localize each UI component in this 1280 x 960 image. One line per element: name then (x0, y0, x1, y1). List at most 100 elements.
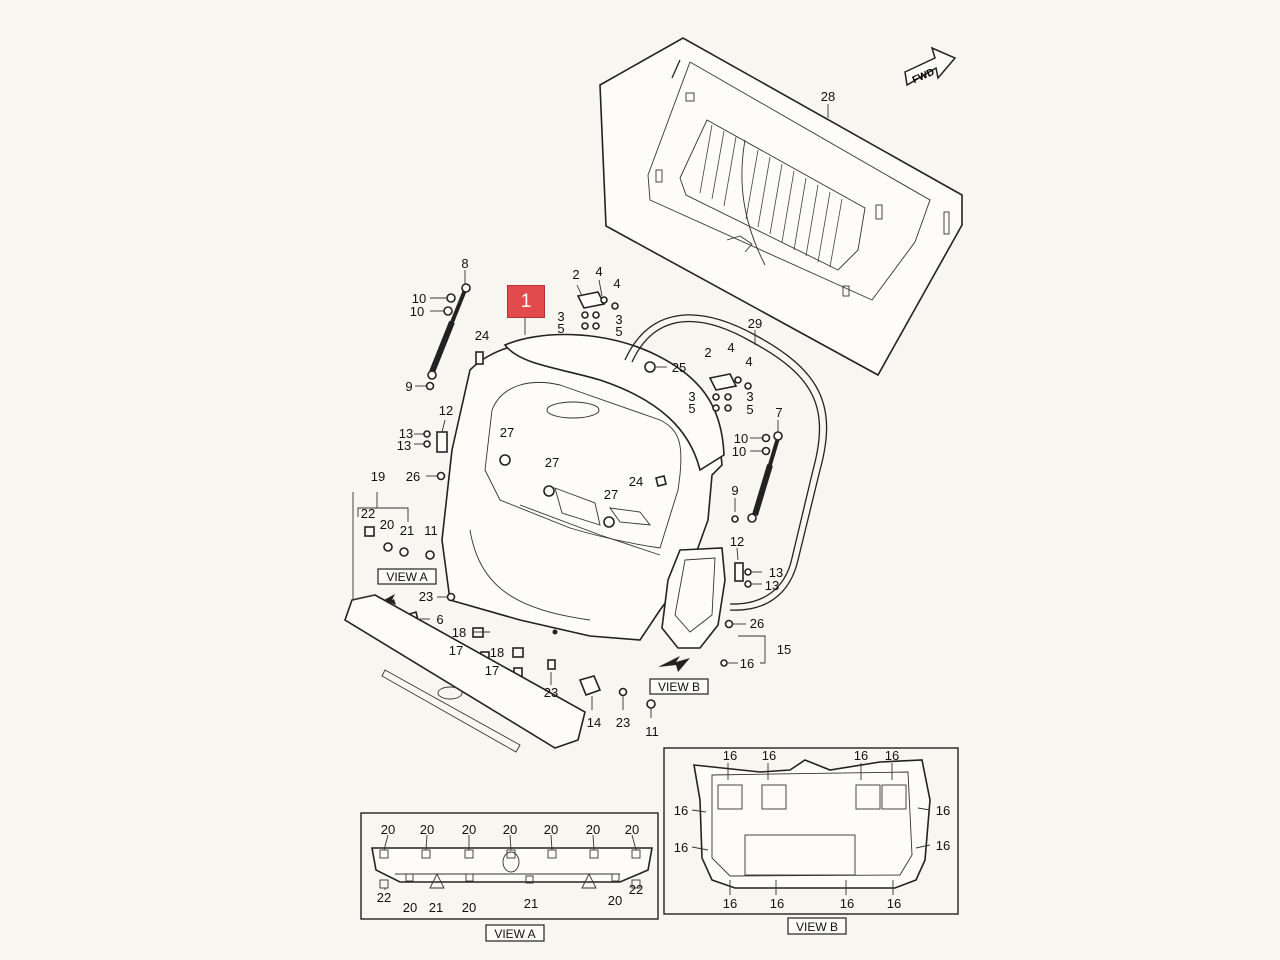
callout-12: 12 (730, 534, 744, 549)
view-a-top-1: 20 (420, 822, 434, 837)
view-a-bottom-2: 21 (429, 900, 443, 915)
view-b-left-1: 16 (674, 840, 688, 855)
view-b-caption: VIEW B (796, 920, 838, 934)
view-a-tag-box (377, 568, 437, 585)
callout-4: 4 (745, 354, 752, 369)
callout-24: 24 (629, 474, 643, 489)
callout-27: 27 (604, 487, 618, 502)
callout-3: 3 (688, 389, 695, 404)
callout-5: 5 (557, 321, 564, 336)
view-b-top-3: 16 (885, 748, 899, 763)
callout-13: 13 (765, 578, 779, 593)
callout-27: 27 (500, 425, 514, 440)
arrow-view-b-icon (658, 656, 690, 672)
hinge-left (576, 291, 619, 330)
view-a-caption: VIEW A (494, 927, 535, 941)
callout-3: 3 (746, 389, 753, 404)
view-b-bottom-3: 16 (887, 896, 901, 911)
callout-13: 13 (769, 565, 783, 580)
callout-6: 6 (436, 612, 443, 627)
back-door-panel (441, 333, 725, 641)
fwd-arrow-icon: FWD (904, 46, 957, 87)
gas-strut-left (427, 283, 471, 380)
view-a-top-3: 20 (503, 822, 517, 837)
callout-28: 28 (821, 89, 835, 104)
callout-4: 4 (727, 340, 734, 355)
view-a-top-4: 20 (544, 822, 558, 837)
view-a-bottom-0: 22 (377, 890, 391, 905)
view-b-bottom-0: 16 (723, 896, 737, 911)
callout-24: 24 (475, 328, 489, 343)
view-a-detail: 20 20 20 20 20 20 20 22 20 21 20 21 20 2… (360, 812, 659, 942)
view-a-bottom-1: 20 (403, 900, 417, 915)
view-b-top-1: 16 (762, 748, 776, 763)
view-a-bracket (352, 492, 376, 601)
callout-26: 26 (750, 616, 764, 631)
leader-lines (357, 104, 829, 718)
callout-18: 18 (452, 625, 466, 640)
view-b-bottom-1: 16 (770, 896, 784, 911)
callout-10: 10 (732, 444, 746, 459)
callout-26: 26 (406, 469, 420, 484)
callout-17: 17 (449, 643, 463, 658)
view-b-right-0: 16 (936, 803, 950, 818)
callout-3: 3 (615, 312, 622, 327)
callout-12: 12 (439, 403, 453, 418)
callout-17: 17 (485, 663, 499, 678)
weatherstrip (624, 314, 828, 611)
callout-23: 23 (616, 715, 630, 730)
view-b-top-0: 16 (723, 748, 737, 763)
callout-14: 14 (587, 715, 601, 730)
callout-10: 10 (410, 304, 424, 319)
callout-10: 10 (412, 291, 426, 306)
callout-23: 23 (544, 685, 558, 700)
callout-3: 3 (557, 309, 564, 324)
callout-7: 7 (775, 405, 782, 420)
callout-20: 20 (380, 517, 394, 532)
callout-22: 22 (361, 506, 375, 521)
highlighted-part-number-badge[interactable]: 1 (507, 285, 545, 318)
callout-13: 13 (397, 438, 411, 453)
callout-9: 9 (405, 379, 412, 394)
view-a-top-6: 20 (625, 822, 639, 837)
view-a-tag: VIEW A (386, 570, 427, 584)
view-b-top-2: 16 (854, 748, 868, 763)
view-a-top-5: 20 (586, 822, 600, 837)
callout-5: 5 (746, 402, 753, 417)
callout-11: 11 (645, 724, 659, 739)
callout-5: 5 (688, 401, 695, 416)
callout-10: 10 (734, 431, 748, 446)
view-a-top-2: 20 (462, 822, 476, 837)
callout-21: 21 (400, 523, 414, 538)
rear-window-glass (599, 37, 963, 377)
hinge-right (708, 373, 752, 412)
callout-16: 16 (740, 656, 754, 671)
view-b-tag: VIEW B (658, 680, 700, 694)
callout-19: 19 (371, 469, 385, 484)
view-a-bottom-5: 20 (608, 893, 622, 908)
view-b-detail: 16 16 16 16 16 16 16 16 16 16 16 16 VIEW… (663, 747, 959, 935)
callout-4: 4 (595, 264, 602, 279)
callout-29: 29 (748, 316, 762, 331)
callout-5: 5 (615, 324, 622, 339)
callout-2: 2 (704, 345, 711, 360)
view-b-bottom-2: 16 (840, 896, 854, 911)
callout-8: 8 (461, 256, 468, 271)
callout-13: 13 (399, 426, 413, 441)
view-b-left-0: 16 (674, 803, 688, 818)
callout-labels: 28 8 10 10 9 24 12 13 13 26 27 27 27 24 … (361, 89, 835, 739)
view-a-bottom-3: 20 (462, 900, 476, 915)
callout-18: 18 (490, 645, 504, 660)
arrow-view-a-icon (384, 592, 408, 605)
callout-23: 23 (419, 589, 433, 604)
view-b-tag-box (649, 678, 709, 695)
view-a-bottom-4: 21 (524, 896, 538, 911)
back-door-trim (661, 547, 726, 649)
gas-strut-right (747, 431, 783, 523)
view-a-bottom-6: 22 (629, 882, 643, 897)
callout-9: 9 (731, 483, 738, 498)
callout-27: 27 (545, 455, 559, 470)
callout-4: 4 (613, 276, 620, 291)
view-a-top-0: 20 (381, 822, 395, 837)
